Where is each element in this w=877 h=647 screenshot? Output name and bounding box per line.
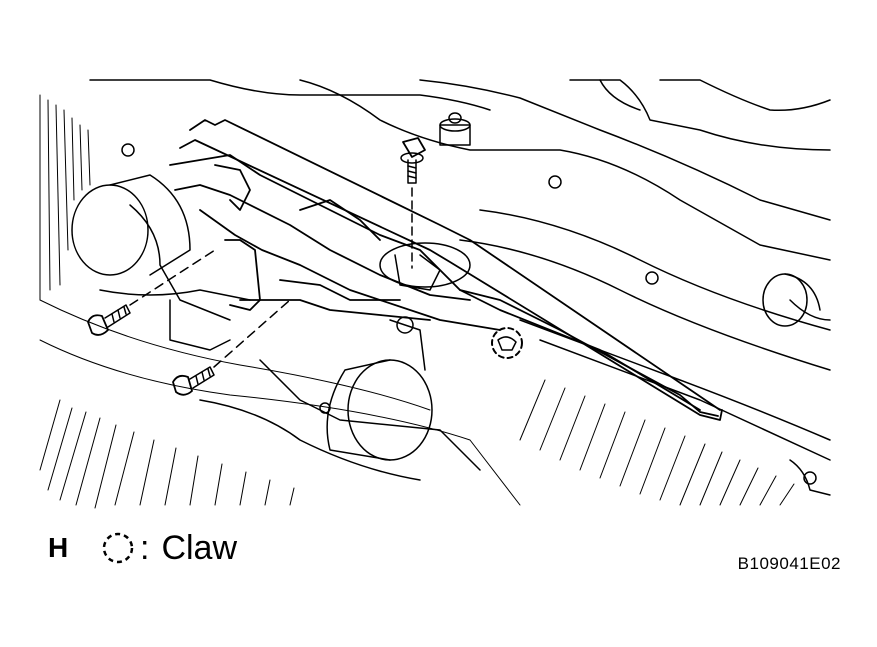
body-hole-2: [548, 175, 562, 189]
figure-code: B109041E02: [737, 554, 841, 573]
rubber-stop-right: [762, 273, 821, 327]
body-bolt-top: [439, 112, 471, 146]
legend-colon: :: [140, 528, 150, 567]
grille-hatch: [39, 299, 521, 509]
legend-label: Claw: [161, 528, 238, 567]
rubber-stop-left: [71, 174, 191, 276]
body-hole-5: [803, 471, 817, 485]
left-screw-upper: [87, 249, 216, 336]
body-hole-1: [121, 143, 135, 157]
cowl-body-outline: [89, 79, 831, 496]
top-bolt: [400, 137, 426, 269]
pivot-bracket: [379, 242, 471, 371]
legend: H : Claw: [48, 526, 237, 570]
body-hole-4: [319, 402, 331, 414]
body-hole-3: [645, 271, 659, 285]
claw-location-marker: [491, 327, 523, 359]
wiper-link-assembly: [169, 119, 723, 421]
rubber-stop-center: [326, 359, 433, 461]
left-hatch-field: [39, 94, 91, 301]
view-letter: H: [48, 532, 69, 563]
right-hatch: [519, 379, 795, 506]
dashed-circle-icon: [102, 532, 134, 564]
left-screw-lower: [172, 299, 291, 396]
